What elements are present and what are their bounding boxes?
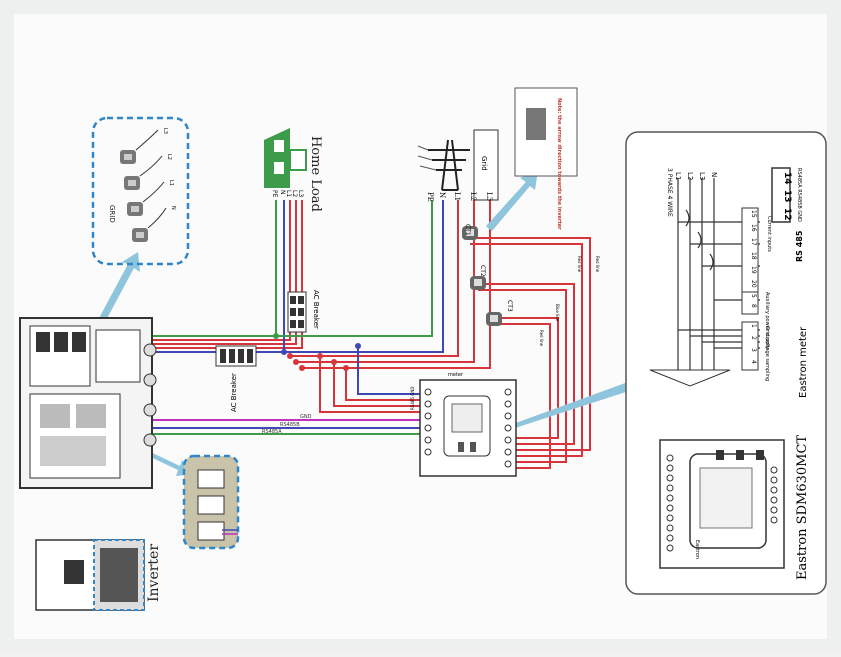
ac-breaker-lower-label: AC Breaker (230, 373, 238, 412)
grid-ct-box: GRID L3 L2 L1 N (91, 116, 190, 266)
inverter-small: Inverter (35, 539, 162, 611)
ct-clamps: CT1 CT2 CT3 (462, 224, 513, 326)
rs485-terminals: 14 13 12 (771, 167, 792, 223)
terminal-2: 2 (750, 336, 757, 340)
ct-line-l1: L1 (168, 180, 174, 186)
current-inputs-label: Current inputs (766, 216, 772, 252)
terminal-3: 3 (750, 348, 757, 352)
home-l1: L1 (285, 190, 292, 197)
meter-l3: L3 (698, 172, 706, 180)
wire-tag-2: Blue line (555, 304, 560, 322)
meter-n: N (710, 172, 718, 177)
ct3-clamp (486, 312, 502, 326)
wires (150, 200, 591, 469)
ct1-clamp (462, 226, 478, 240)
rj45-box (182, 454, 240, 550)
ac-breaker-lower: AC Breaker (215, 345, 257, 412)
ct-clamp-icon (526, 108, 546, 140)
wire-tag-4: Red line (595, 256, 600, 273)
terminal-strip-aux: 5 8 (741, 291, 759, 315)
meter-device: meter RS485 GND (410, 372, 517, 477)
terminal-19: 19 (750, 266, 757, 274)
rs485-label: RS 485 (795, 230, 804, 262)
grid-ct-label: GRID (108, 205, 116, 223)
gnd-label: GND (300, 414, 312, 420)
terminal-8: 8 (750, 304, 757, 308)
meter-l1: L1 (674, 172, 682, 180)
home-n: N (279, 190, 286, 195)
terminal-12: 12 (782, 208, 792, 221)
ct-line-n: N (170, 206, 176, 210)
note-box: Note: the arrow direction towards the in… (514, 87, 578, 230)
junction-dots (273, 333, 361, 371)
eastron-meter-illustration: Eastron (659, 439, 785, 569)
wire-tag-1: Red line (539, 330, 544, 347)
terminal-17: 17 (750, 238, 757, 246)
eastron-model-label: Eastron SDM630MCT (795, 435, 810, 580)
ct2-clamp (470, 276, 486, 290)
tower-icon (428, 139, 470, 191)
terminal-4: 4 (750, 360, 757, 364)
ct3-label: CT3 (506, 300, 513, 312)
wire-tag-3: Red line (577, 256, 582, 273)
terminal-15: 15 (750, 210, 757, 218)
terminal-20: 20 (750, 280, 757, 288)
terminal-16: 16 (750, 224, 757, 232)
inverter-label: Inverter (146, 544, 162, 602)
wire-system-label: 3 PHASE 4 WIRE (666, 168, 673, 217)
meter-top-label: meter (448, 372, 464, 378)
ct1-label: CT1 (464, 224, 471, 236)
rs485-pins-label: RS485A RS485B GND (796, 168, 802, 222)
ac-breaker-upper: AC Breaker (287, 290, 320, 333)
terminal-14: 14 (782, 172, 792, 185)
eastron-meter-label: Eastron meter (798, 326, 809, 398)
grid-tower: Grid PE N L1 L2 L3 (417, 129, 499, 202)
terminal-strip-current: 15 16 17 18 19 20 (741, 207, 759, 293)
terminal-1: 1 (750, 324, 757, 328)
ct2-label: CT2 (479, 265, 486, 277)
grid-voltage-label: Grid voltage sampling (764, 326, 770, 381)
terminal-5: 5 (750, 294, 757, 298)
meter-l2: L2 (686, 172, 694, 180)
terminal-18: 18 (750, 252, 757, 260)
grid-n: N (438, 192, 446, 198)
ct-line-l3: L3 (162, 128, 168, 134)
callout-arrows (98, 170, 646, 476)
ct-line-l2: L2 (166, 154, 172, 160)
rs485a-label: RS485A (262, 429, 282, 435)
inverter-main (19, 317, 157, 489)
home-l2: L2 (291, 190, 298, 197)
home-pe: PE (271, 190, 278, 198)
eastron-panel: 3 PHASE 4 WIRE L1 L2 L3 N 15 16 17 18 19… (625, 131, 827, 595)
terminal-strip-voltage: 1 2 3 4 (741, 321, 759, 371)
home-load-label: Home Load (308, 136, 323, 212)
terminal-13: 13 (782, 190, 792, 203)
grid-l1: L1 (453, 192, 461, 201)
grid-box-label: Grid (480, 156, 488, 171)
grid-l3: L3 (485, 192, 493, 201)
note-text: Note: the arrow direction towards the in… (556, 98, 562, 230)
home-load: Home Load PE N L1 L2 L3 (264, 128, 323, 212)
aux-power-label: Auxiliary power supply (764, 292, 770, 349)
eastron-brand: Eastron (694, 540, 700, 559)
ct-clamp-icon (120, 129, 167, 242)
ac-breaker-upper-label: AC Breaker (312, 290, 320, 329)
grid-pe: PE (426, 192, 434, 202)
home-l3: L3 (297, 190, 304, 197)
meter-pin-label: RS485 GND (410, 387, 415, 410)
rs485b-label: RS485B (280, 422, 300, 428)
grid-l2: L2 (469, 192, 477, 201)
